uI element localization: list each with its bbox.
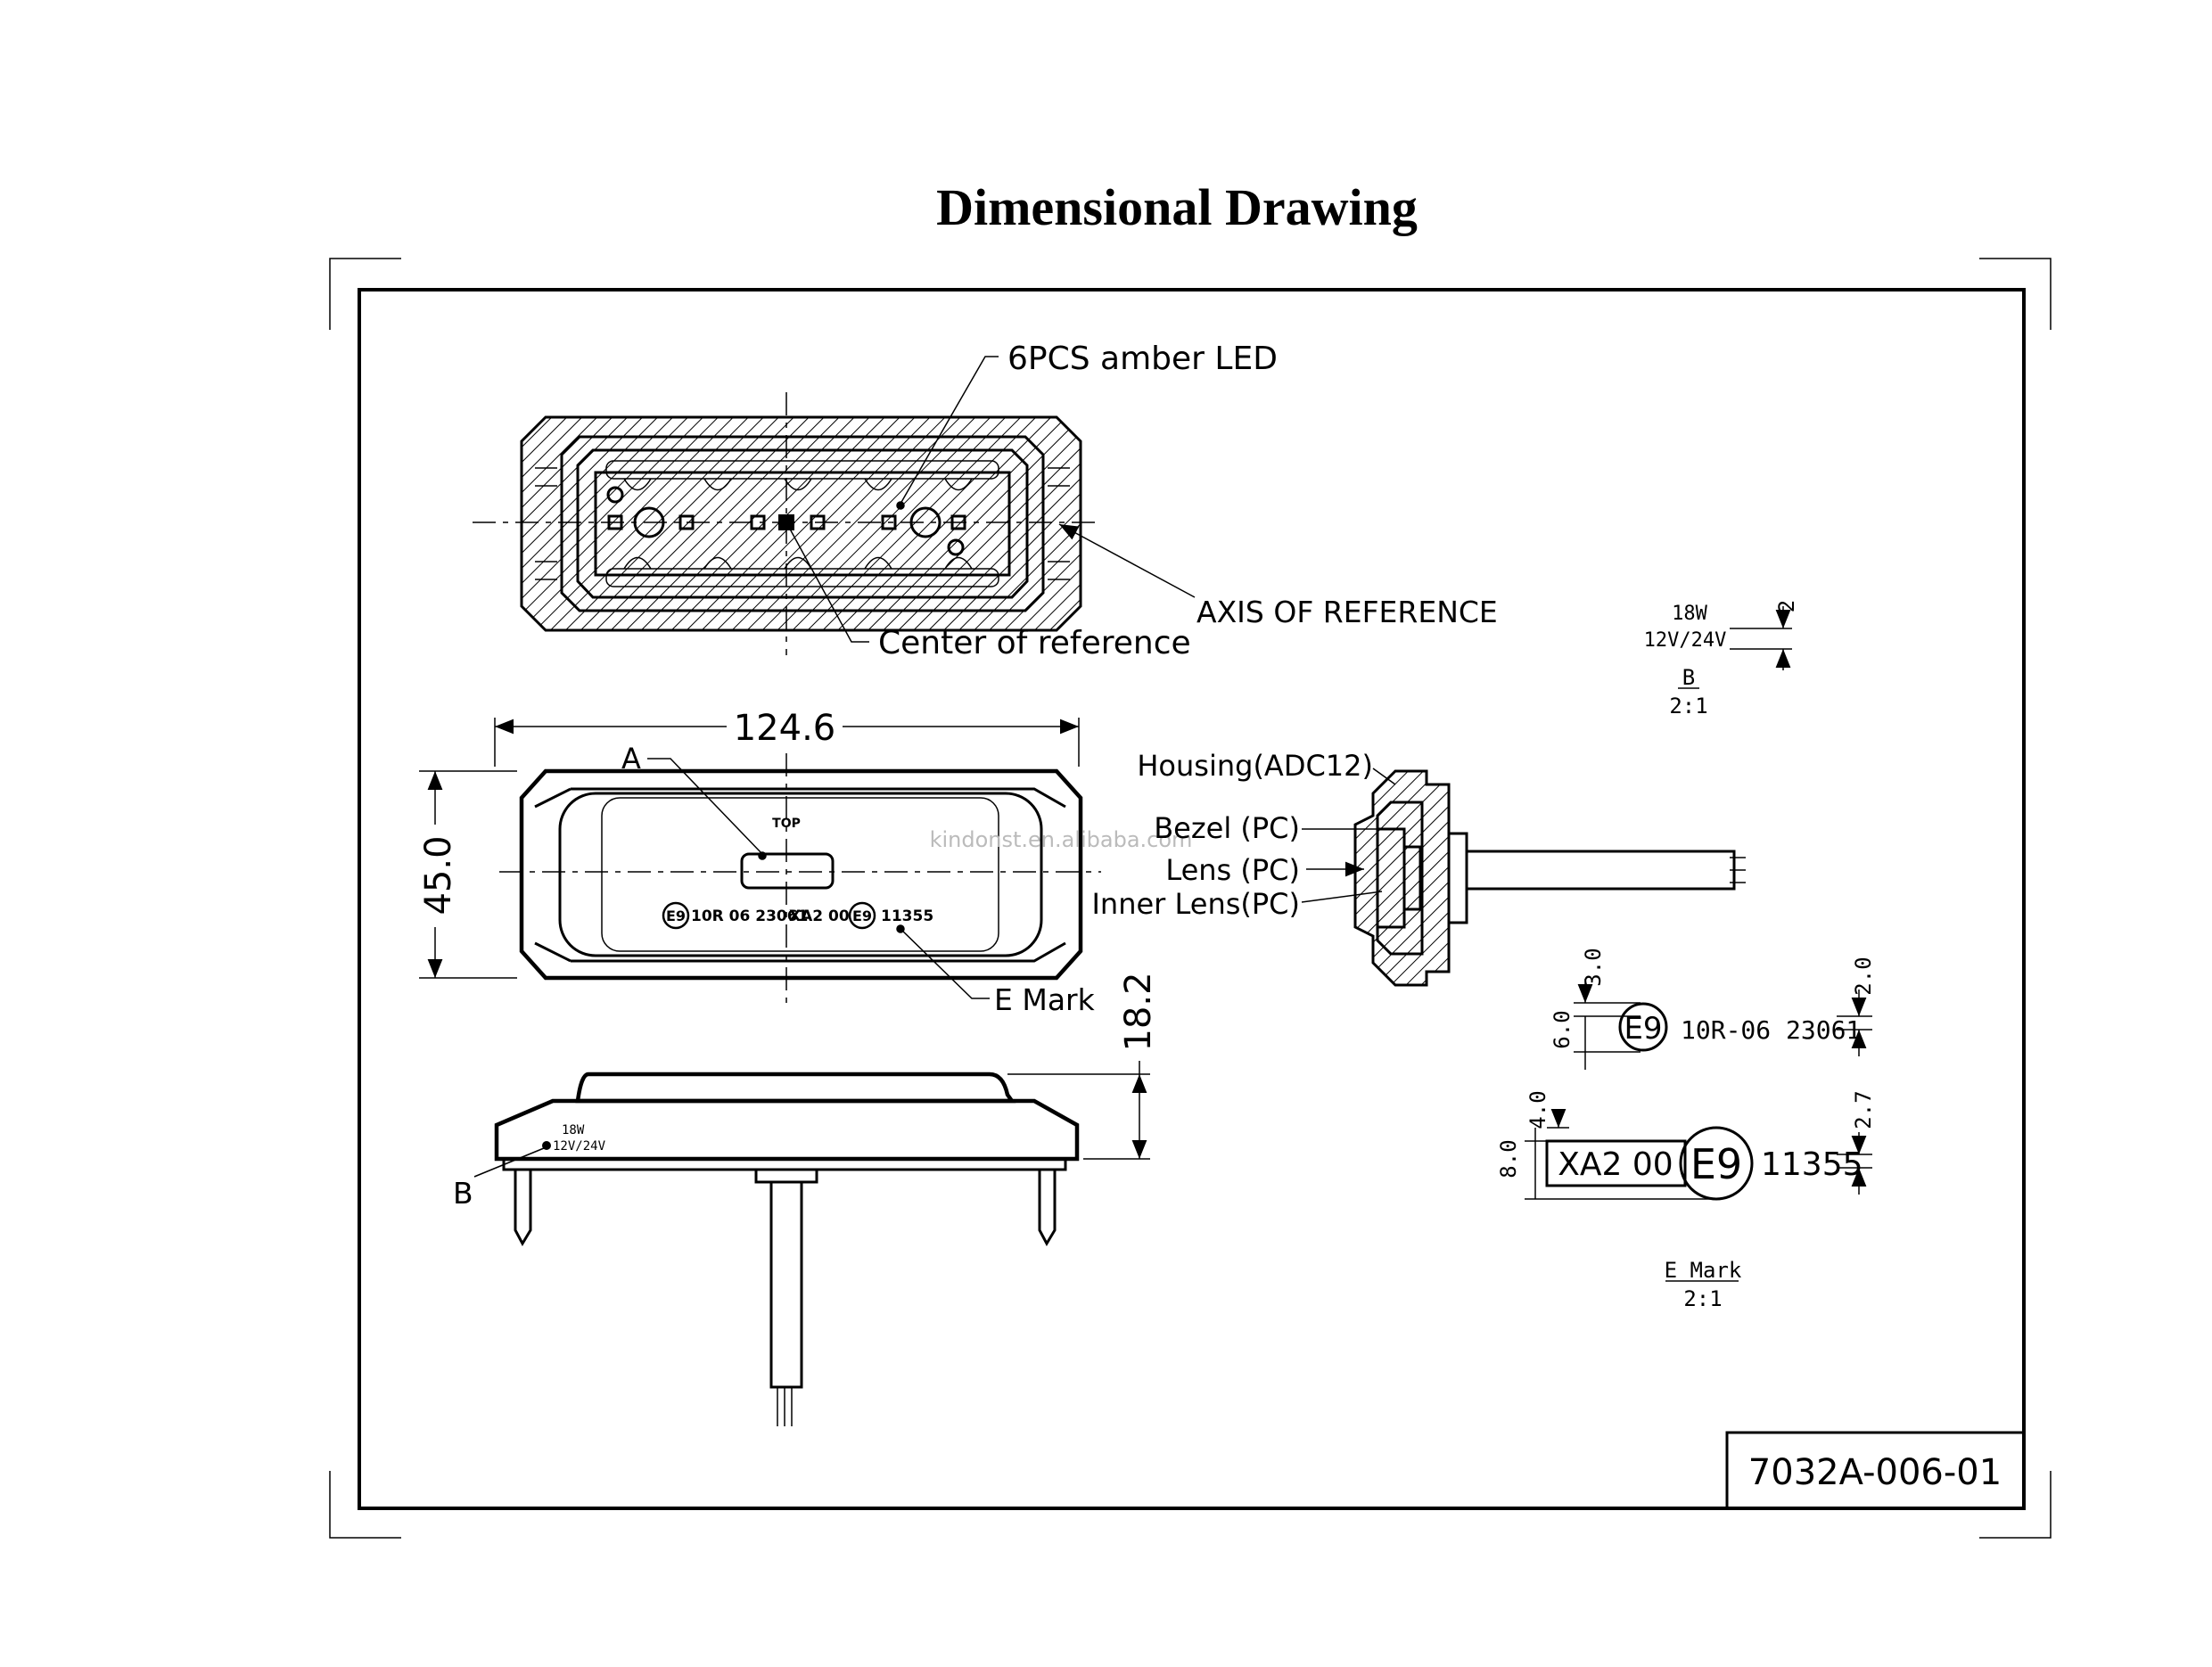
- detail-b-scale: 2:1: [1669, 694, 1707, 719]
- corner-marks: [329, 258, 2052, 1539]
- top-view: [473, 392, 1097, 655]
- detail-b-dim: 2: [1774, 600, 1799, 612]
- detail-emark-dim-8: 8.0: [1496, 1139, 1521, 1178]
- callout-axis: AXIS OF REFERENCE: [1196, 595, 1498, 629]
- detail-emark-dim-27: 2.7: [1851, 1090, 1876, 1129]
- callout-emark: E Mark: [994, 982, 1096, 1017]
- detail-emark-e-symbol-2: E9: [1690, 1140, 1742, 1188]
- detail-emark-line2-right: 11355: [1761, 1146, 1863, 1183]
- detail-emark-dim-3: 3.0: [1581, 948, 1606, 986]
- detail-emark-scale: 2:1: [1683, 1286, 1722, 1311]
- detail-emark-line2-left: XA2 00: [1558, 1146, 1673, 1183]
- front-view: TOP E9 10R 06 23061 XA2 00 E9 11355: [499, 753, 1101, 1003]
- dimension-height: [419, 770, 517, 979]
- detail-b-volt: 12V/24V: [1644, 629, 1727, 652]
- detail-b-label: B: [1682, 665, 1695, 690]
- callout-a: A: [621, 742, 641, 776]
- dimension-width: [494, 718, 1080, 767]
- detail-emark-line1: 10R-06 23061: [1681, 1015, 1861, 1045]
- callout-b: B: [453, 1176, 473, 1211]
- detail-emark-dim-2: 2.0: [1851, 957, 1876, 995]
- dimension-width-value: 124.6: [734, 708, 836, 749]
- side-view: 18W 12V/24V: [494, 1072, 1080, 1426]
- detail-emark-label: E Mark: [1665, 1258, 1742, 1283]
- drawing-number: 7032A-006-01: [1748, 1452, 2002, 1493]
- front-marking-line2: XA2 00: [789, 907, 850, 925]
- side-view-leader: [473, 1147, 545, 1178]
- side-label-volt: 12V/24V: [553, 1139, 606, 1154]
- callout-led: 6PCS amber LED: [1007, 341, 1278, 377]
- top-view-leaders: [785, 356, 1196, 643]
- detail-emark-dim-6: 6.0: [1550, 1010, 1575, 1048]
- detail-emark-dim-4: 4.0: [1525, 1090, 1550, 1129]
- dimension-depth: [1007, 1061, 1150, 1160]
- callout-housing: Housing(ADC12): [1137, 749, 1373, 783]
- callout-lens: Lens (PC): [1165, 853, 1300, 887]
- callout-bezel: Bezel (PC): [1154, 811, 1300, 845]
- watermark: kindonst.en.alibaba.com: [930, 827, 1193, 852]
- front-marking-line3: 11355: [881, 907, 933, 925]
- detail-emark: E9 10R-06 23061 XA2 00 E9 11355: [1496, 948, 1876, 1311]
- frame-border: [358, 288, 2026, 1510]
- dimension-depth-value: 18.2: [1118, 972, 1159, 1051]
- section-view-leaders: [1301, 768, 1396, 903]
- front-view-leaders: [647, 758, 990, 999]
- section-view: [1353, 769, 1746, 987]
- front-e-symbol-1: E9: [666, 907, 686, 924]
- callout-inner-lens: Inner Lens(PC): [1091, 887, 1300, 921]
- dimension-height-value: 45.0: [418, 835, 459, 915]
- side-label-watt: 18W: [562, 1123, 585, 1137]
- callout-center: Center of reference: [878, 625, 1191, 661]
- detail-b-watt: 18W: [1672, 603, 1707, 625]
- front-e-symbol-2: E9: [852, 907, 872, 924]
- front-marking-line1: 10R 06 23061: [691, 907, 808, 925]
- detail-b: 18W 12V/24V 2 B 2:1: [1644, 600, 1799, 719]
- front-top-label: TOP: [772, 817, 801, 831]
- title-block: [1725, 1431, 2026, 1510]
- page-title: Dimensional Drawing: [936, 178, 1418, 236]
